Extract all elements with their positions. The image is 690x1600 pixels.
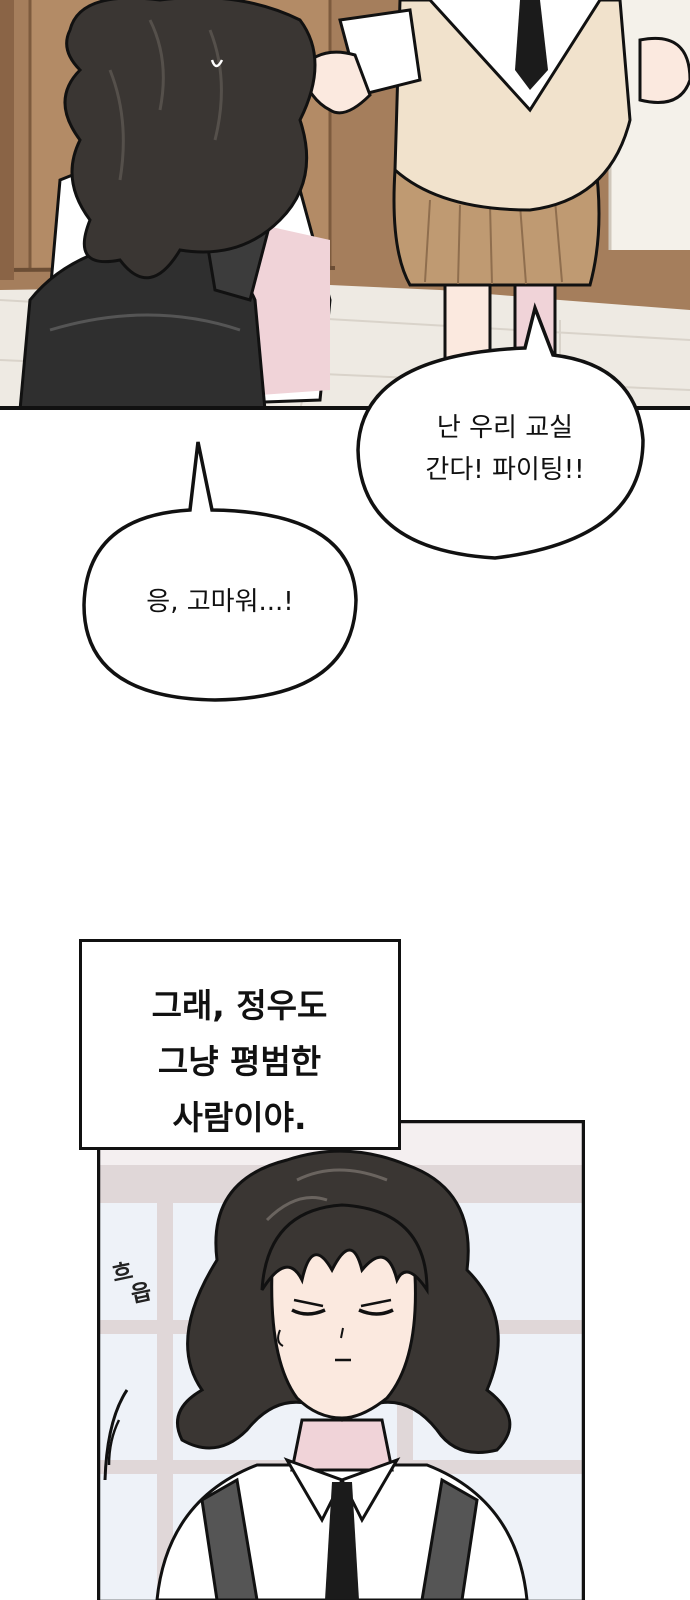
caption-box: 그래, 정우도 그냥 평범한 사람이야. [79,939,401,1150]
panel-hallway [0,0,690,410]
caption-line-1: 그래, 정우도 [151,986,328,1025]
speech-bubble-friend: 난 우리 교실 간다! 파이팅!! [355,300,655,570]
speech-bubble-reply: 응, 고마워...! [80,440,360,702]
closeup-illustration [97,1120,585,1600]
speech-bubble-reply-shape [82,441,358,702]
speech-bubble-reply-line-1: 응, 고마워...! [146,587,294,617]
speech-bubble-friend-line-1: 난 우리 교실 [436,413,574,443]
speech-bubble-friend-line-2: 간다! 파이팅!! [425,455,585,485]
panel-closeup: 흐 읍 [97,1120,585,1600]
speech-bubble-friend-shape [356,302,645,560]
caption-line-2: 그냥 평범한 [157,1042,322,1081]
caption-line-3: 사람이야. [172,1098,307,1137]
hallway-illustration [0,0,690,410]
